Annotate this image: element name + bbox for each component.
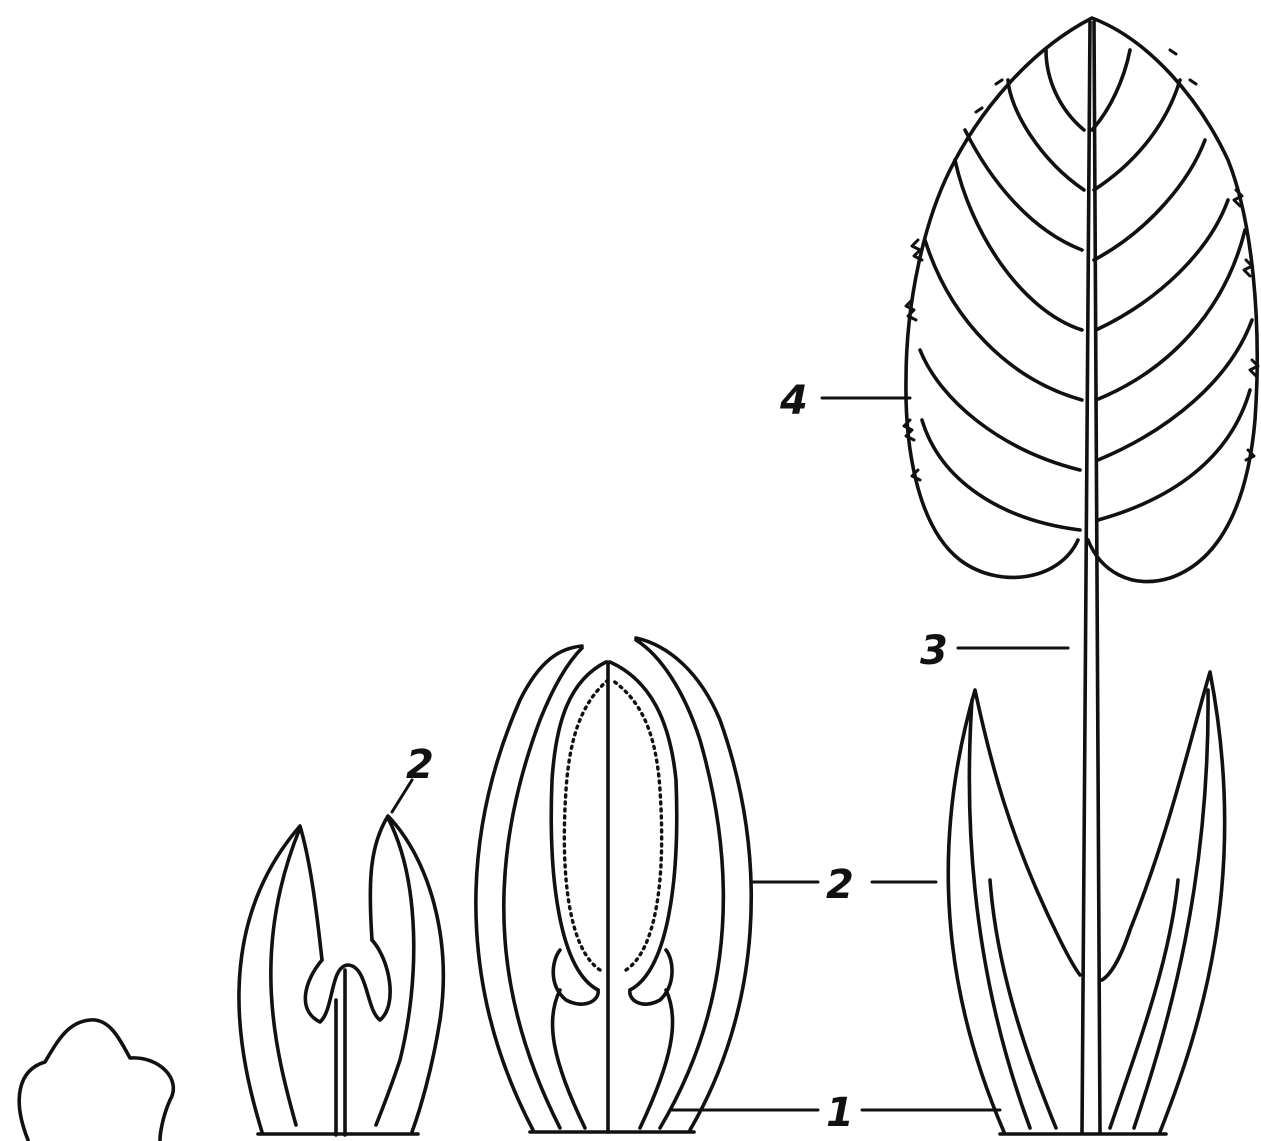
stage-4-mature-leaf: [904, 18, 1258, 1134]
stage-3-developing-leaf: [476, 638, 751, 1132]
label-blade: 4: [779, 378, 808, 424]
label-stipule-base: 1: [826, 1090, 854, 1136]
label-stipule-mid: 2: [826, 862, 854, 908]
label-stipule-top: 2: [406, 742, 434, 788]
stage-2-young-leaf: [239, 780, 443, 1135]
stage-1-primordium: [19, 1020, 173, 1140]
label-petiole: 3: [920, 628, 948, 674]
